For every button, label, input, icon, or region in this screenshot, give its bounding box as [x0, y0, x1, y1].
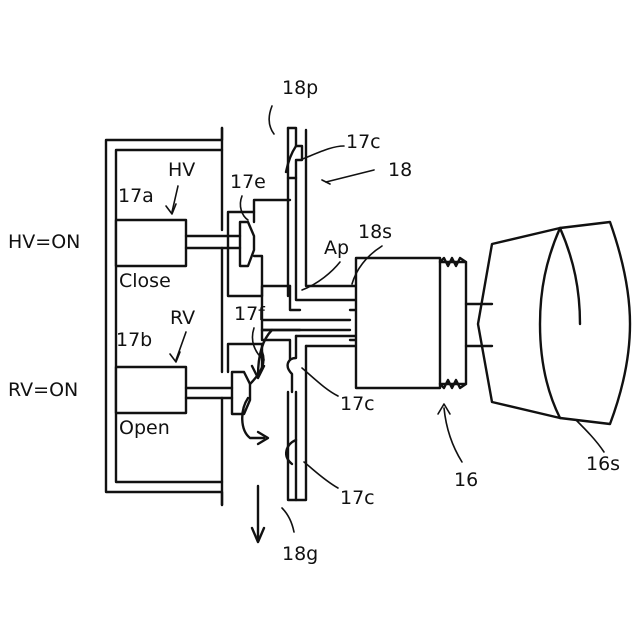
- label-17e: 17e: [230, 171, 266, 193]
- lens-assembly-16s: [478, 222, 630, 424]
- actuator-17a: [116, 220, 186, 266]
- label-18g: 18g: [282, 543, 318, 565]
- label-hv: HV: [168, 159, 195, 181]
- label-16s: 16s: [586, 453, 620, 475]
- coupling-block: [356, 258, 440, 388]
- threaded-collar: [440, 258, 466, 388]
- label-17c-top: 17c: [346, 131, 381, 153]
- label-16: 16: [454, 469, 478, 491]
- label-18p: 18p: [282, 77, 318, 99]
- label-18s: 18s: [358, 221, 392, 243]
- pipe-wall-18: [286, 128, 356, 500]
- label-18: 18: [388, 159, 412, 181]
- label-rv: RV: [170, 307, 195, 329]
- label-17c-mid: 17c: [340, 393, 375, 415]
- label-17c-bot: 17c: [340, 487, 375, 509]
- label-close: Close: [119, 270, 171, 292]
- flow-arrows: [242, 330, 272, 542]
- label-hv-on: HV=ON: [8, 231, 80, 253]
- label-17b: 17b: [116, 329, 152, 351]
- rod-17a: [186, 236, 240, 248]
- passage-upper: [262, 286, 300, 330]
- label-open: Open: [119, 417, 170, 439]
- passage-mid: [262, 330, 290, 360]
- actuator-17b: [116, 367, 186, 413]
- label-rv-on: RV=ON: [8, 379, 78, 401]
- label-ap: Ap: [324, 237, 349, 259]
- label-17f: 17f: [234, 303, 266, 325]
- label-17a: 17a: [118, 185, 154, 207]
- rod-17b: [186, 388, 232, 398]
